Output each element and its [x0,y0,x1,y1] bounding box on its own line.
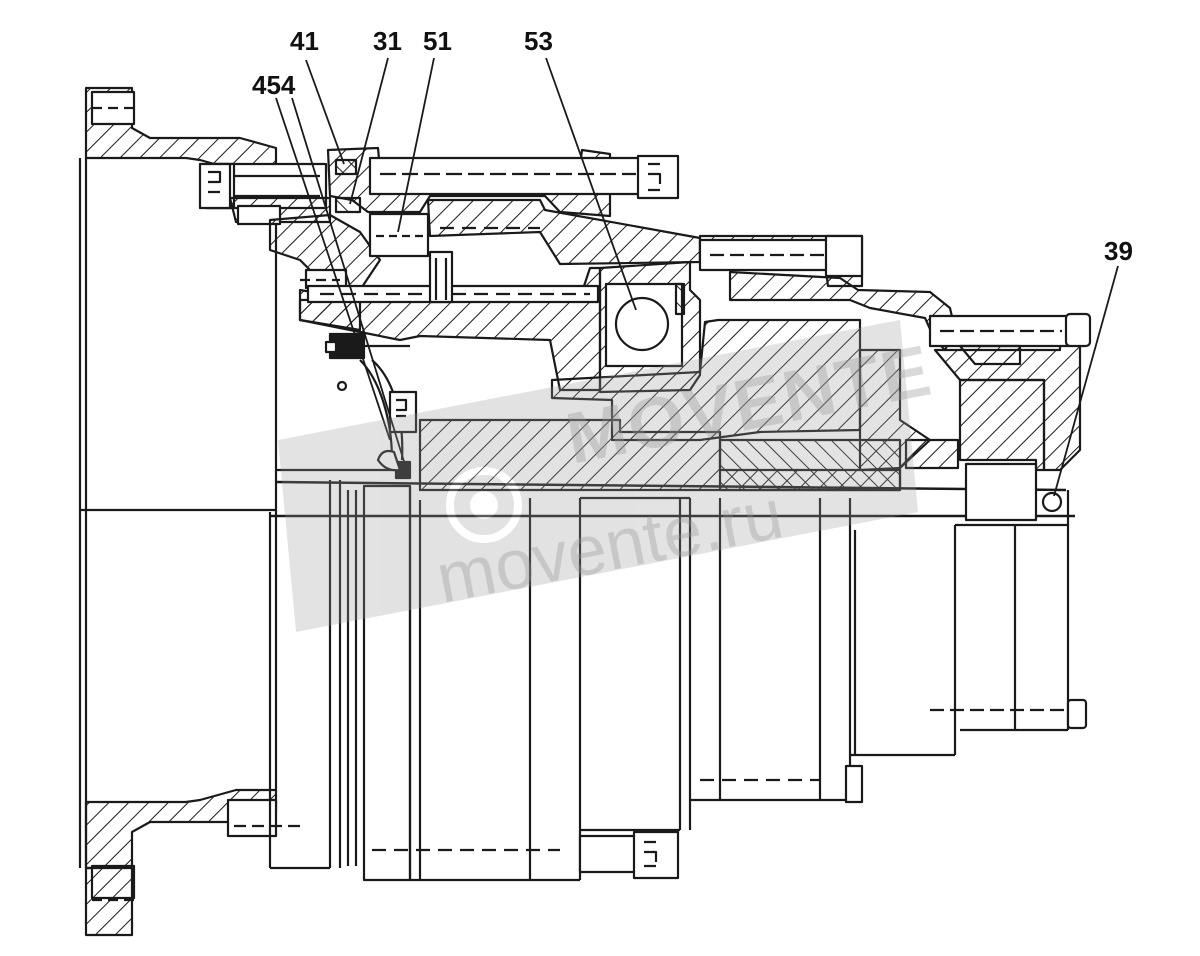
leader-39 [1053,265,1119,497]
leader-51 [397,57,435,233]
seal-cluster [324,332,418,480]
planet-carrier [298,250,1063,522]
housing-body [268,170,1088,882]
callout-53: 53 [524,26,553,56]
callout-454: 454 [252,70,296,100]
leader-454-b [291,97,407,469]
watermark-logo-icon [446,467,522,543]
leader-41 [305,59,345,165]
callout-41: 41 [290,26,319,56]
planet-gear [550,318,862,442]
leader-53 [545,57,637,311]
callout-51: 51 [423,26,452,56]
long-bolt [368,156,642,196]
lower-bolt [198,162,680,880]
leader-31 [349,57,389,205]
watermark-panel [278,320,918,632]
seal-41 [334,158,358,176]
leader-454-a [275,97,391,441]
watermark-group [278,320,918,632]
callout-39: 39 [1104,236,1133,266]
mounting-flange [78,86,300,937]
bearing-39-block [964,462,1038,522]
seal-31 [334,196,362,214]
bearing-39-ball [1041,491,1063,513]
bearing-53-ball [614,296,670,352]
callout-leaders [275,57,1119,497]
callout-31: 31 [373,26,402,56]
